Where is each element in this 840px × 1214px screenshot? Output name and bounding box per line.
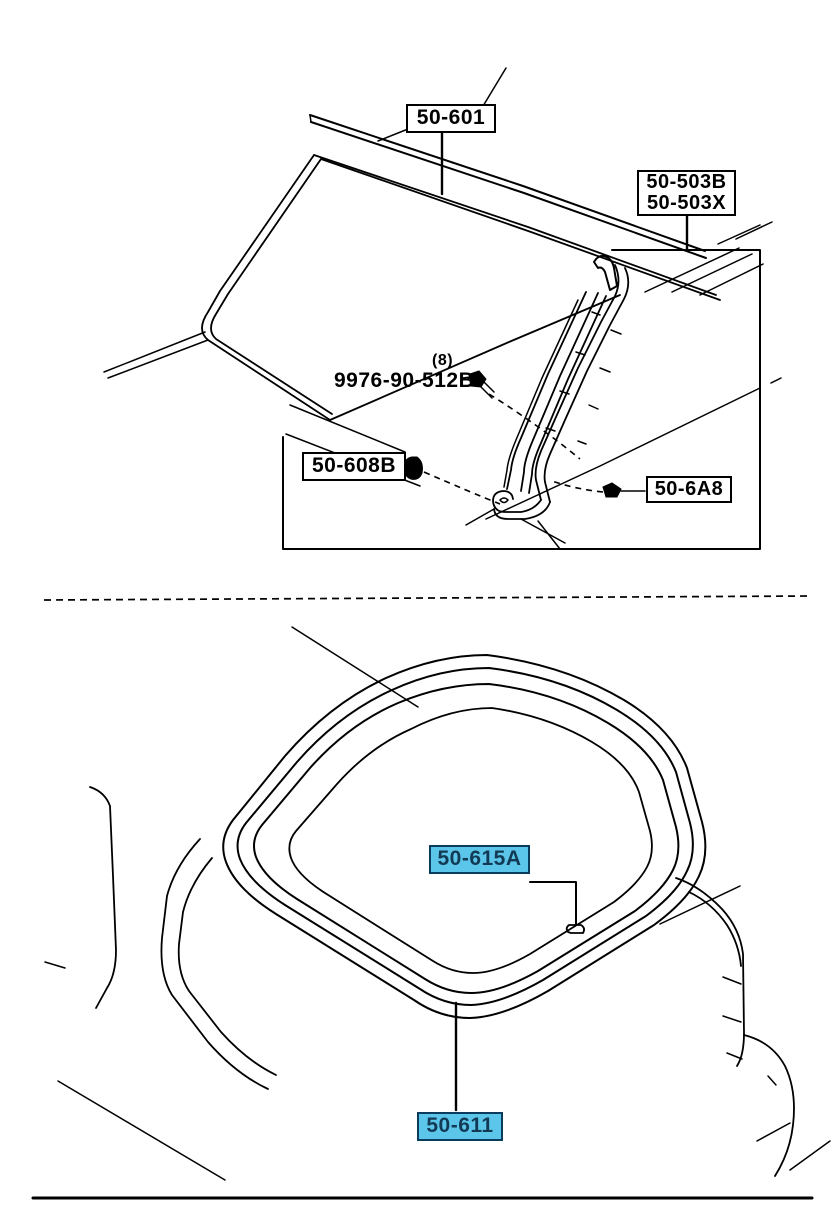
lower-assembly: [44, 626, 831, 1181]
section-divider: [43, 595, 813, 601]
callout-50-615A-line-1: 50-615A: [437, 847, 522, 871]
body-contour-right: [659, 877, 831, 1177]
callout-50-611[interactable]: 50-611: [417, 1112, 503, 1141]
callout-50-611-line-1: 50-611: [426, 1114, 494, 1138]
callout-50-601[interactable]: 50-601: [406, 104, 496, 133]
front-pillar-molding: [465, 254, 630, 550]
clip-50-608B: [403, 456, 423, 480]
leader-50-615A: [529, 881, 577, 926]
callout-50-503-line-1: 50-503B: [646, 171, 727, 193]
callout-50-6A8-line-1: 50-6A8: [654, 478, 724, 500]
part-number-9976-90-512B: 9976-90-512B: [334, 369, 475, 392]
callout-50-615A[interactable]: 50-615A: [429, 845, 530, 874]
callout-50-601-line-1: 50-601: [416, 106, 486, 130]
callout-50-608B-line-1: 50-608B: [311, 454, 397, 478]
callout-50-608B[interactable]: 50-608B: [302, 452, 406, 481]
body-contour-left: [44, 786, 277, 1181]
detail-view-frame: [282, 249, 761, 550]
windshield-upper-molding: [309, 114, 707, 259]
rear-window-weatherstrip: [222, 654, 707, 1019]
rear-window-glass: [288, 707, 653, 974]
windshield-glass: [201, 154, 721, 421]
callout-50-503-line-2: 50-503X: [646, 192, 727, 214]
quantity-label-8: (8): [432, 352, 454, 369]
clip-50-6A8: [602, 482, 622, 498]
callout-50-503[interactable]: 50-503B 50-503X: [637, 170, 736, 216]
screw-9976-90-512B: [462, 370, 495, 399]
callout-50-6A8[interactable]: 50-6A8: [646, 476, 732, 503]
clip-50-615A: [565, 924, 586, 934]
